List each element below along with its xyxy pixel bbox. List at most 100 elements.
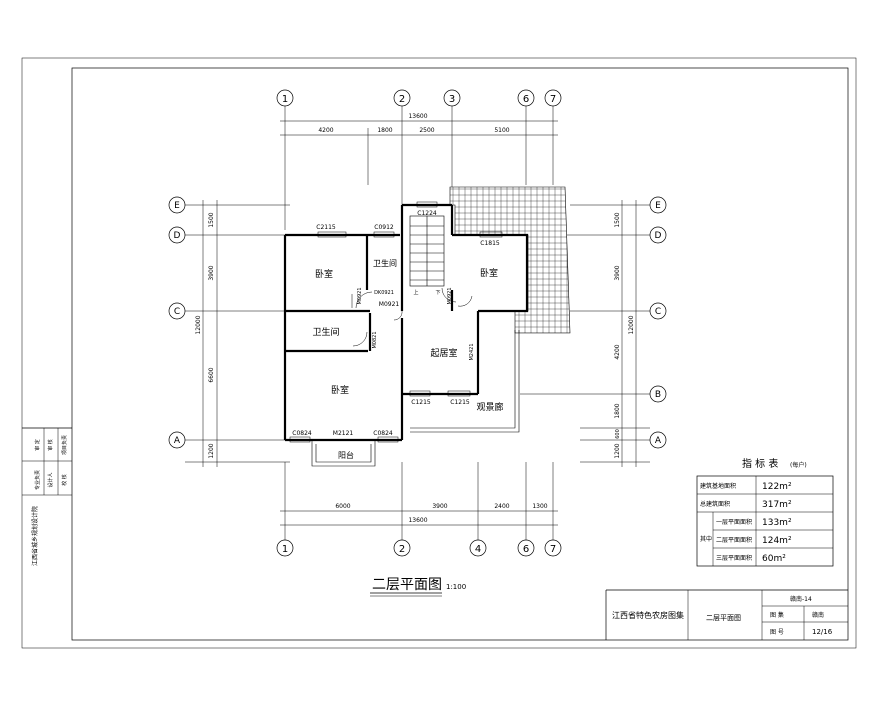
room-label-bedroom-nw: 卧室: [315, 268, 333, 280]
axis-label-top: 7: [550, 94, 556, 105]
label-c1215-right: C1215: [450, 399, 470, 406]
axis-bubble-right-B: [649, 385, 667, 403]
axis-bubble-right-D: [649, 226, 667, 244]
index-row-f2-value: 124m²: [762, 536, 792, 546]
dim-top-total: 13600: [408, 113, 427, 120]
stair-down-mark: 下: [435, 290, 440, 296]
dim-right: 1500: [614, 212, 621, 227]
dim-bottom: 2400: [494, 503, 509, 510]
label-c0824-left: C0824: [292, 430, 312, 437]
dim-top: 1800: [377, 127, 392, 134]
index-row-f1-label: 一层平面面积: [716, 518, 752, 526]
label-m2421: M2421: [469, 343, 475, 360]
axis-label-left: E: [174, 201, 180, 211]
dim-left: 6600: [208, 367, 215, 382]
title-block-collection: 江西省特色农房图集: [612, 610, 684, 620]
label-c0824-right: C0824: [373, 430, 393, 437]
room-label-bath-n: 卫生间: [373, 258, 397, 268]
dim-right: 1800: [614, 403, 621, 418]
axis-label-top: 2: [399, 94, 405, 105]
title-block-drawing: 二层平面图: [706, 614, 741, 622]
axis-label-bottom: 1: [282, 544, 288, 555]
axis-bubble-bottom-7: [544, 539, 562, 557]
room-label-bedroom-sw: 卧室: [331, 384, 349, 396]
axis-bubble-top-7: [544, 89, 562, 107]
window-marks: [289, 201, 503, 443]
axis-bubble-bottom-2: [393, 539, 411, 557]
axis-bubble-right-E: [649, 196, 667, 214]
axis-label-left: C: [174, 307, 180, 317]
axis-bubble-left-C: [168, 302, 186, 320]
index-row-f3-label: 三层平面面积: [716, 554, 752, 562]
dim-left: 12000: [195, 315, 202, 334]
index-row-total-value: 317m²: [762, 500, 792, 510]
index-row-total-label: 总建筑面积: [700, 500, 730, 508]
side-strip-cell: 审 核: [47, 439, 54, 451]
bottom-axis-group: 1 2 4 6 7 6000 3900 2400 1300 13600: [276, 462, 562, 557]
axis-bubble-top-1: [276, 89, 294, 107]
dim-bottom-total: 13600: [408, 517, 427, 524]
axis-label-top: 6: [523, 94, 529, 105]
index-row-f3-value: 60m²: [762, 554, 786, 564]
top-axis-group: 1 2 3 6 7 13600 4200 1800 2500 5100: [276, 89, 562, 230]
label-m0921-bedroom: M0921: [357, 287, 363, 304]
room-label-living: 起居室: [430, 347, 457, 359]
axis-bubble-right-C: [649, 302, 667, 320]
left-axis-group: E D C A 1500 3900 12000 6600 1200: [168, 196, 290, 467]
axis-bubble-left-A: [168, 431, 186, 449]
dim-bottom: 3900: [432, 503, 447, 510]
plan-title: 二层平面图: [372, 577, 442, 593]
label-c1215-left: C1215: [411, 399, 431, 406]
stair-up-mark: 上: [413, 289, 418, 296]
dim-top: 5100: [494, 127, 509, 134]
index-row-f2-label: 二层平面面积: [716, 536, 752, 544]
title-block: 江西省特色农房图集 二层平面图 赣南-14 图 集 赣南 图 号 12/16: [605, 589, 848, 640]
side-strip-cell: 审 定: [34, 439, 41, 451]
title-block-value-set: 赣南: [812, 611, 824, 619]
label-c2115: C2115: [316, 224, 336, 231]
axis-label-bottom: 2: [399, 544, 405, 555]
side-strip-cell: 校 核: [61, 474, 68, 486]
axis-label-bottom: 7: [550, 544, 556, 555]
dim-right: 1200: [614, 443, 621, 458]
axis-label-left: A: [174, 436, 181, 446]
label-m0921-ne: M0921: [447, 287, 453, 304]
dim-left: 1200: [208, 443, 215, 458]
room-label-bedroom-ne: 卧室: [480, 267, 498, 279]
axis-label-right: D: [655, 231, 662, 241]
side-strip-org: 江西省城乡规划设计院: [31, 506, 39, 566]
index-row-site-label: 建筑基地面积: [700, 482, 736, 490]
axis-label-bottom: 4: [475, 544, 481, 555]
axis-label-bottom: 6: [523, 544, 529, 555]
label-m2121: M2121: [333, 430, 354, 437]
index-group-label: 其中: [700, 535, 712, 543]
index-row-site-value: 122m²: [762, 482, 792, 492]
index-table-title: 指 标 表: [742, 457, 778, 470]
index-table-unit: (每户): [790, 461, 807, 469]
plan-scale: 1:100: [446, 583, 466, 591]
staircase: 上 下: [409, 215, 445, 296]
index-table: 指 标 表 (每户) 建筑基地面积 122m² 总建筑面积 317m² 其中 一…: [696, 457, 834, 567]
outer-border: [21, 57, 857, 649]
title-block-value-no: 12/16: [812, 628, 833, 636]
axis-bubble-top-2: [393, 89, 411, 107]
axis-label-right: C: [655, 307, 661, 317]
label-dk0921: DK0921: [374, 290, 394, 296]
dim-right: 4200: [614, 344, 621, 359]
label-c1224: C1224: [417, 210, 437, 217]
axis-label-right: A: [655, 436, 662, 446]
dim-top: 4200: [318, 127, 333, 134]
dim-right: 3900: [614, 265, 621, 280]
axis-label-right: E: [655, 201, 661, 211]
axis-bubble-bottom-4: [469, 539, 487, 557]
title-block-label-set: 图 集: [770, 611, 784, 619]
dim-left: 1500: [208, 212, 215, 227]
side-strip-cell: 专业负责: [34, 470, 41, 490]
dim-top: 2500: [419, 127, 434, 134]
side-strip-cell: 设计人: [47, 472, 54, 487]
room-label-balcony: 阳台: [338, 450, 354, 460]
dim-left: 3900: [208, 265, 215, 280]
dim-bottom: 1300: [532, 503, 547, 510]
dim-right: 12000: [628, 315, 635, 334]
